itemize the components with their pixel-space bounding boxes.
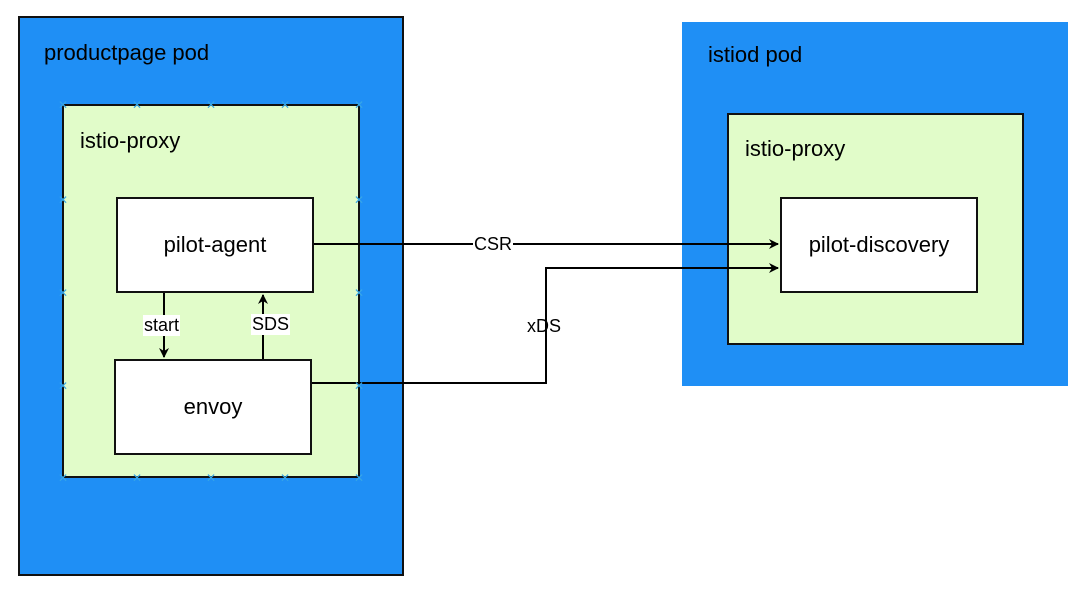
x-mark-icon[interactable]: ✕ xyxy=(205,98,217,112)
x-mark-icon[interactable]: ✕ xyxy=(353,286,365,300)
x-mark-icon[interactable]: ✕ xyxy=(131,98,143,112)
envoy-box[interactable]: envoy xyxy=(114,359,312,455)
x-mark-icon[interactable]: ✕ xyxy=(131,471,143,485)
x-mark-icon[interactable]: ✕ xyxy=(57,379,69,393)
pilot-agent-label: pilot-agent xyxy=(163,232,267,257)
x-mark-icon[interactable]: ✕ xyxy=(57,98,69,112)
pilot-agent-box[interactable]: pilot-agent xyxy=(116,197,314,293)
istiod-istio-proxy-title: istio-proxy xyxy=(745,136,846,161)
x-mark-icon[interactable]: ✕ xyxy=(279,98,291,112)
x-mark-icon[interactable]: ✕ xyxy=(353,193,365,207)
envoy-label: envoy xyxy=(183,394,243,419)
x-mark-icon[interactable]: ✕ xyxy=(353,471,365,485)
pilot-discovery-box[interactable]: pilot-discovery xyxy=(780,197,978,293)
pilot-discovery-label: pilot-discovery xyxy=(808,232,950,257)
x-mark-icon[interactable]: ✕ xyxy=(205,471,217,485)
istiod-pod-title: istiod pod xyxy=(708,42,803,67)
productpage-istio-proxy-title: istio-proxy xyxy=(80,128,181,153)
x-mark-icon[interactable]: ✕ xyxy=(353,379,365,393)
x-mark-icon[interactable]: ✕ xyxy=(279,471,291,485)
csr-edge-label: CSR xyxy=(473,234,514,255)
x-mark-icon[interactable]: ✕ xyxy=(353,98,365,112)
x-mark-icon[interactable]: ✕ xyxy=(57,193,69,207)
start-edge-label: start xyxy=(143,315,181,336)
xds-edge-label: xDS xyxy=(527,316,562,336)
productpage-pod-title: productpage pod xyxy=(44,40,210,65)
sds-edge-label: SDS xyxy=(251,314,291,335)
x-mark-icon[interactable]: ✕ xyxy=(57,286,69,300)
x-mark-icon[interactable]: ✕ xyxy=(57,471,69,485)
